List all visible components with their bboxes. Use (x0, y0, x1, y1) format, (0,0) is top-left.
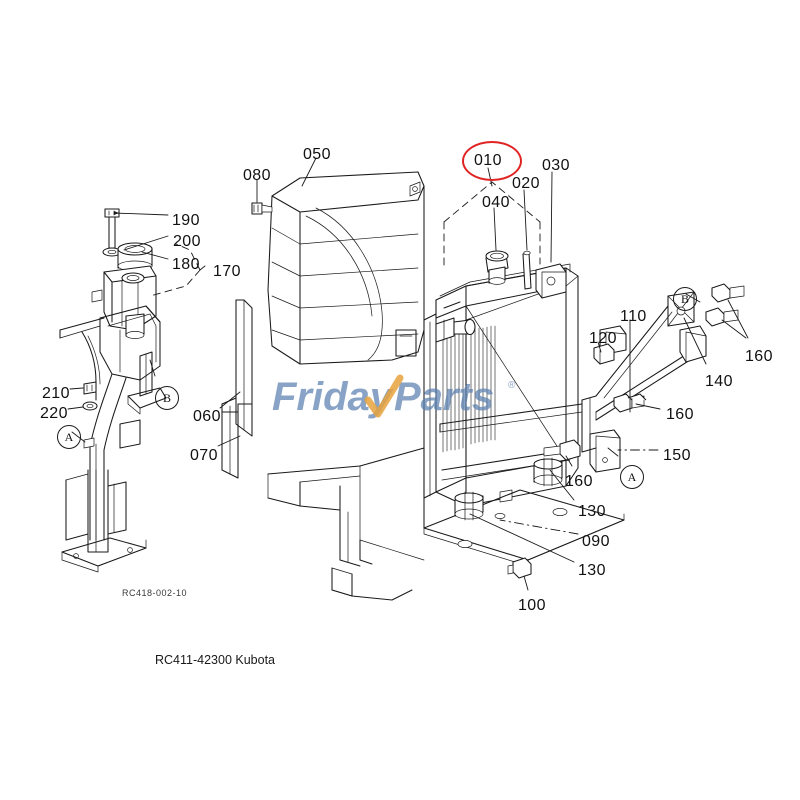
callout-210-c210: 210 (42, 385, 70, 402)
callout-020-c020: 020 (512, 175, 540, 192)
drawing-code: RC418-002-10 (122, 588, 188, 598)
callout-190-c190: 190 (172, 212, 200, 229)
callout-160-c160c: 160 (565, 473, 593, 490)
callout-130-c130b: 130 (578, 562, 606, 579)
callout-060-c060: 060 (193, 408, 221, 425)
callout-070-c070: 070 (190, 447, 218, 464)
radiator-assembly (423, 250, 579, 507)
callout-150-c150: 150 (663, 447, 691, 464)
callout-130-c130a: 130 (578, 503, 606, 520)
callout-080-c080: 080 (243, 167, 271, 184)
callout-220-c220: 220 (40, 405, 68, 422)
callout-040-c040: 040 (482, 194, 510, 211)
fan-shroud-assembly (267, 171, 425, 365)
callout-090-c090: 090 (582, 533, 610, 550)
callout-180-c180: 180 (172, 256, 200, 273)
leader-lines (67, 157, 749, 591)
callout-100-c100: 100 (518, 597, 546, 614)
base-plate-assembly (267, 447, 625, 601)
shroud-bolt-080 (251, 202, 273, 215)
callout-030-c030: 030 (542, 157, 570, 174)
callout-110-c110: 110 (620, 308, 647, 325)
reference-mark-b-refB1: B (155, 386, 179, 410)
radiator-hoses (221, 299, 253, 479)
callout-160-c160a: 160 (745, 348, 773, 365)
left-support-stand (59, 305, 167, 573)
reference-mark-a-refA1: A (57, 425, 81, 449)
support-rods-and-brackets (439, 283, 745, 473)
callout-050-c050: 050 (303, 146, 331, 163)
callout-140-c140: 140 (705, 373, 733, 390)
callout-160-c160b: 160 (666, 406, 694, 423)
reference-mark-a-refA2: A (620, 465, 644, 489)
callout-170-c170: 170 (213, 263, 241, 280)
callout-120-c120: 120 (589, 330, 617, 347)
reference-mark-b-refB2: B (673, 287, 697, 311)
callout-200-c200: 200 (173, 233, 201, 250)
callout-010-c010: 010 (474, 152, 502, 169)
page-caption: RC411-42300 Kubota (155, 653, 275, 667)
